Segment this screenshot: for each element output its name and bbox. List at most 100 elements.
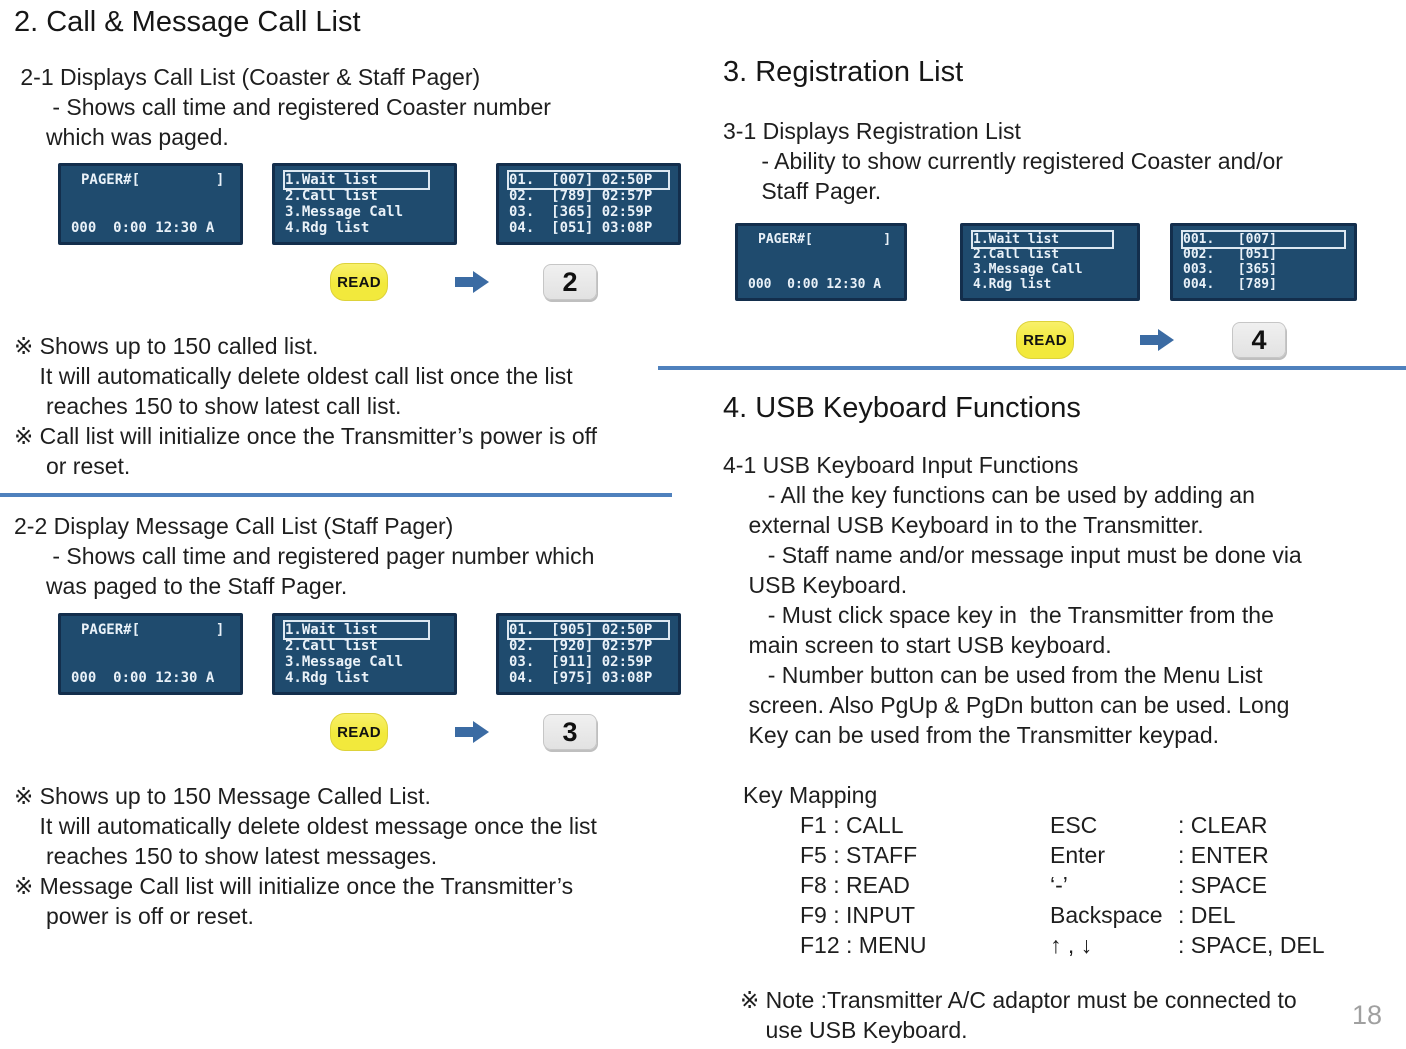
section-title-call-message-call-list: 2. Call & Message Call List: [14, 6, 361, 38]
figure-registration-list-screens: PAGER#[ ] 000 0:00 12:30 A 1.Wait list 2…: [723, 223, 1406, 301]
read-sequence-row: READ 3: [14, 713, 700, 751]
lcd-line: PAGER#[ ]: [81, 622, 225, 638]
key-mapping-table: Key Mapping F1 : CALL ESC : CLEAR F5 : S…: [723, 780, 1406, 960]
section-2-1: 2-1 Displays Call List (Coaster & Staff …: [14, 62, 700, 152]
read-sequence-row: READ 4: [723, 321, 1406, 359]
lcd-menu-screen: 1.Wait list 2.Call list 3.Message Call 4…: [272, 613, 457, 695]
keymap-value: : ENTER: [1178, 842, 1269, 868]
keymap-function: F9 : INPUT: [800, 902, 916, 928]
figure-call-list-screens: PAGER#[ ] 000 0:00 12:30 A 1.Wait list 2…: [14, 163, 700, 245]
key-2-button: 2: [543, 264, 597, 300]
read-button: READ: [1016, 321, 1074, 359]
section-divider: [658, 366, 1406, 370]
keymap-value: : SPACE: [1178, 872, 1268, 898]
section-2-2: 2-2 Display Message Call List (Staff Pag…: [14, 511, 700, 601]
lcd-menu-item-selected: 1.Wait list: [285, 622, 428, 638]
key-3-button: 3: [543, 714, 597, 750]
lcd-list-row: 002. [051]: [1183, 247, 1277, 262]
lcd-menu-item: 4.Rdg list: [285, 670, 370, 686]
lcd-list-row: 004. [789]: [1183, 277, 1277, 292]
lcd-list-row: 02. [920] 02:57P: [509, 638, 653, 654]
section-heading-3-1: 3-1 Displays Registration List: [723, 118, 1021, 144]
keymap-value: : SPACE, DEL: [1178, 932, 1325, 958]
lcd-list-row: 003. [365]: [1183, 262, 1277, 277]
lcd-list-row-selected: 01. [007] 02:50P: [509, 172, 668, 188]
keymap-function: F1 : CALL: [800, 812, 904, 838]
lcd-menu-item: 2.Call list: [973, 247, 1060, 262]
lcd-line: PAGER#[ ]: [758, 232, 892, 247]
lcd-menu-item: 4.Rdg list: [285, 220, 370, 236]
lcd-list-row-selected: 01. [905] 02:50P: [509, 622, 668, 638]
lcd-list-row: 02. [789] 02:57P: [509, 188, 653, 204]
lcd-menu-item: 2.Call list: [285, 188, 378, 204]
keymap-row: F12 : MENU ↑ , ↓ : SPACE, DEL: [723, 930, 1406, 960]
keymap-row: F8 : READ ‘-’ : SPACE: [723, 870, 1406, 900]
page-number: 18: [1352, 1000, 1383, 1030]
lcd-menu-item: 3.Message Call: [973, 262, 1083, 277]
figure-message-call-list-screens: PAGER#[ ] 000 0:00 12:30 A 1.Wait list 2…: [14, 613, 700, 695]
lcd-menu-item-selected: 1.Wait list: [285, 172, 428, 188]
keymap-key: ‘-’: [1050, 872, 1068, 898]
keymap-value: : DEL: [1178, 902, 1236, 928]
keymap-key: Backspace: [1050, 902, 1163, 928]
notes-2-1: ※ Shows up to 150 called list. It will a…: [14, 333, 597, 479]
keymap-function: F12 : MENU: [800, 932, 927, 958]
lcd-status-screen: PAGER#[ ] 000 0:00 12:30 A: [735, 223, 907, 301]
lcd-list-row: 03. [365] 02:59P: [509, 204, 653, 220]
arrow-bar: [1140, 335, 1158, 345]
notes-2-2: ※ Shows up to 150 Message Called List. I…: [14, 783, 597, 929]
section-body-2-1: - Shows call time and registered Coaster…: [45, 94, 551, 150]
keymap-key: ESC: [1050, 812, 1098, 838]
section-divider: [0, 493, 672, 497]
section-body-3-1: - Ability to show currently registered C…: [761, 148, 1283, 204]
lcd-line: 000 0:00 12:30 A: [71, 220, 215, 236]
lcd-call-list-screen: 01. [007] 02:50P 02. [789] 02:57P 03. [3…: [496, 163, 681, 245]
section-heading-2-2: 2-2 Display Message Call List (Staff Pag…: [14, 513, 454, 539]
keymap-function: F8 : READ: [800, 872, 910, 898]
arrow-bar: [455, 277, 473, 287]
lcd-line: 000 0:00 12:30 A: [71, 670, 215, 686]
section-heading-4-1: 4-1 USB Keyboard Input Functions: [723, 452, 1079, 478]
keymap-row: F9 : INPUT Backspace : DEL: [723, 900, 1406, 930]
lcd-menu-item: 2.Call list: [285, 638, 378, 654]
read-button: READ: [330, 263, 388, 301]
lcd-list-row-selected: 001. [007]: [1183, 232, 1344, 247]
arrow-right-icon: [1140, 329, 1174, 351]
lcd-list-row: 04. [051] 03:08P: [509, 220, 653, 236]
keymap-row: F5 : STAFF Enter : ENTER: [723, 840, 1406, 870]
lcd-line: 000 0:00 12:30 A: [748, 277, 882, 292]
keymap-row: F1 : CALL ESC : CLEAR: [723, 810, 1406, 840]
lcd-status-screen: PAGER#[ ] 000 0:00 12:30 A: [58, 613, 243, 695]
lcd-menu-item: 3.Message Call: [285, 654, 404, 670]
left-column: 2. Call & Message Call List 2-1 Displays…: [14, 0, 700, 931]
arrow-right-icon: [455, 271, 489, 293]
lcd-status-screen: PAGER#[ ] 000 0:00 12:30 A: [58, 163, 243, 245]
arrow-head: [473, 721, 489, 743]
read-sequence-row: READ 2: [14, 263, 700, 301]
lcd-line: PAGER#[ ]: [81, 172, 225, 188]
lcd-menu-item: 3.Message Call: [285, 204, 404, 220]
section-title-registration-list: 3. Registration List: [723, 56, 964, 88]
keymap-function: F5 : STAFF: [800, 842, 918, 868]
section-body-2-2: - Shows call time and registered pager n…: [45, 543, 595, 599]
key-mapping-heading: Key Mapping: [743, 782, 878, 808]
section-body-4-1: - All the key functions can be used by a…: [748, 482, 1302, 748]
section-3-1: 3-1 Displays Registration List - Ability…: [723, 116, 1406, 206]
arrow-right-icon: [455, 721, 489, 743]
lcd-list-row: 03. [911] 02:59P: [509, 654, 653, 670]
section-title-usb-keyboard-functions: 4. USB Keyboard Functions: [723, 392, 1081, 424]
arrow-head: [473, 271, 489, 293]
arrow-head: [1158, 329, 1174, 351]
lcd-menu-item-selected: 1.Wait list: [973, 232, 1112, 247]
lcd-message-call-list-screen: 01. [905] 02:50P 02. [920] 02:57P 03. [9…: [496, 613, 681, 695]
lcd-menu-screen: 1.Wait list 2.Call list 3.Message Call 4…: [272, 163, 457, 245]
lcd-menu-screen: 1.Wait list 2.Call list 3.Message Call 4…: [960, 223, 1140, 301]
section-heading-2-1: 2-1 Displays Call List (Coaster & Staff …: [14, 64, 481, 90]
lcd-registration-list-screen: 001. [007] 002. [051] 003. [365] 004. [7…: [1170, 223, 1357, 301]
read-button: READ: [330, 713, 388, 751]
lcd-menu-item: 4.Rdg list: [973, 277, 1052, 292]
keymap-value: : CLEAR: [1178, 812, 1268, 838]
lcd-list-row: 04. [975] 03:08P: [509, 670, 653, 686]
arrow-bar: [455, 727, 473, 737]
